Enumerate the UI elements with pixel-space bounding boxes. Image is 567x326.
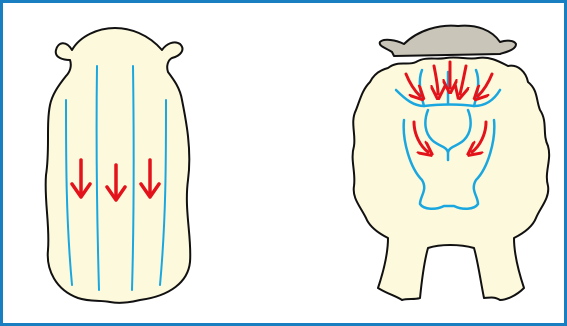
top-view-panel bbox=[46, 28, 191, 303]
sheep-head bbox=[380, 26, 516, 56]
rear-view-body bbox=[353, 57, 550, 300]
rear-view-panel bbox=[353, 26, 550, 300]
